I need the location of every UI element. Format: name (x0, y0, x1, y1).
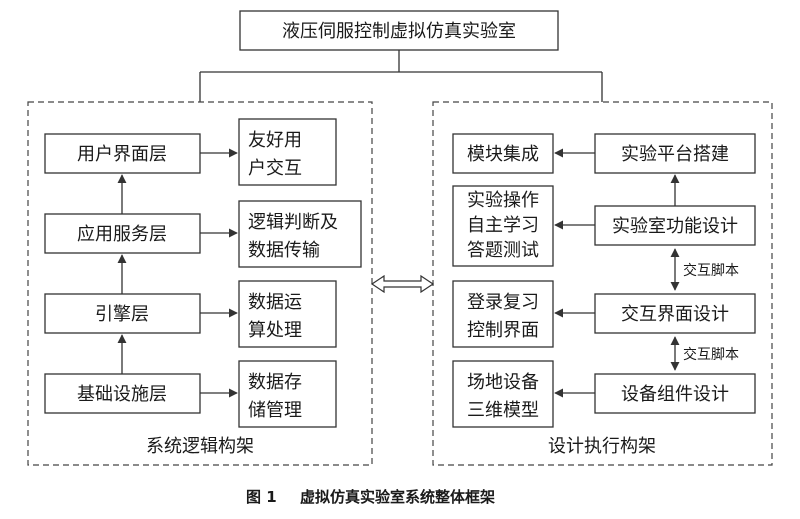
desc-infra-line2: 储管理 (248, 400, 302, 421)
exec-left-box-3 (452, 280, 554, 348)
exec-right-box-1 (594, 133, 756, 174)
exec-right-1-label: 实验平台搭建 (621, 144, 729, 165)
desc-box-service (238, 200, 362, 268)
desc-box-engine (238, 280, 337, 348)
desc-engine-line1: 数据运 (248, 292, 302, 313)
right-panel-label: 设计执行构架 (548, 436, 656, 457)
layer-ui-label: 用户界面层 (77, 144, 167, 165)
left-panel-label: 系统逻辑构架 (146, 436, 254, 457)
desc-box-ui (238, 118, 337, 186)
exec-left-box-1 (452, 133, 554, 174)
exec-left-2-line2: 自主学习 (467, 215, 539, 236)
desc-ui-line1: 友好用 (248, 130, 302, 151)
exec-left-1-line1: 模块集成 (467, 144, 539, 165)
desc-box-infra (238, 360, 337, 428)
title-box (239, 10, 559, 51)
exec-left-4-line2: 三维模型 (467, 400, 539, 421)
layer-infra-label: 基础设施层 (77, 384, 167, 405)
exec-right-4-label: 设备组件设计 (621, 384, 729, 405)
layer-engine-label: 引擎层 (95, 304, 149, 325)
layer-service-label: 应用服务层 (77, 224, 167, 245)
exec-left-4-line1: 场地设备 (467, 372, 539, 393)
title-connector (199, 50, 603, 102)
caption-number: 图 1 (246, 488, 277, 506)
exec-left-box-2 (452, 185, 554, 267)
exec-right-box-4 (594, 373, 756, 414)
exec-left-3-line2: 控制界面 (467, 320, 539, 341)
caption-text: 虚拟仿真实验室系统整体框架 (300, 488, 495, 506)
layer-box-engine (44, 293, 201, 334)
exec-right-3-label: 交互界面设计 (621, 304, 729, 325)
link-label-1: 交互脚本 (683, 262, 739, 279)
exec-right-box-2 (594, 205, 756, 246)
diagram-title: 液压伺服控制虚拟仿真实验室 (282, 21, 516, 42)
desc-ui-line2: 户交互 (248, 158, 302, 179)
exec-left-3-line1: 登录复习 (467, 292, 539, 313)
link-label-2: 交互脚本 (683, 346, 739, 363)
desc-infra-line1: 数据存 (248, 372, 302, 393)
desc-engine-line2: 算处理 (248, 320, 302, 341)
desc-service-line1: 逻辑判断及 (248, 212, 338, 233)
exec-right-box-3 (594, 293, 756, 334)
layer-box-ui (44, 133, 201, 174)
exec-left-2-line1: 实验操作 (467, 190, 539, 211)
bidirectional-arrow (370, 274, 435, 294)
desc-service-line2: 数据传输 (248, 240, 320, 261)
exec-left-2-line3: 答题测试 (467, 240, 539, 261)
exec-right-2-label: 实验室功能设计 (612, 216, 738, 237)
layer-box-service (44, 213, 201, 254)
exec-left-box-4 (452, 360, 554, 428)
